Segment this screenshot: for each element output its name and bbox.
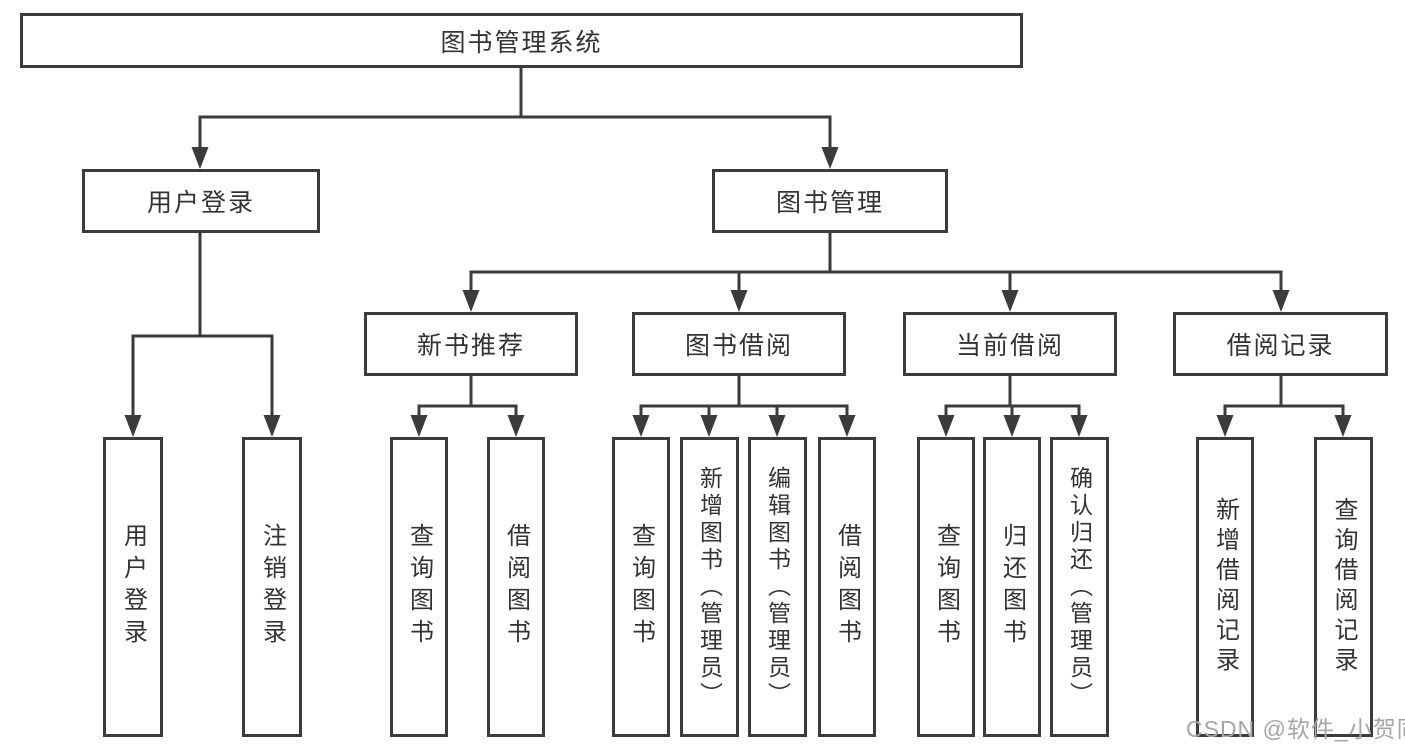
node-label: 确认归还（管理员）: [1066, 465, 1093, 709]
node-label: 图书借阅: [684, 332, 793, 360]
connector-new-book-split: [410, 376, 525, 437]
node-label: 图书管理: [775, 189, 884, 217]
leaf-confirm-return-admin: 确认归还（管理员）: [1050, 437, 1109, 737]
node-borrowing-records: 借阅记录: [1173, 312, 1388, 376]
leaf-add-borrow-record: 新增借阅记录: [1196, 437, 1254, 737]
leaf-return-books: 归还图书: [983, 437, 1041, 737]
connector-user-login-split: [124, 233, 281, 437]
node-label: 借阅图书: [833, 523, 861, 651]
node-current-borrowing: 当前借阅: [903, 312, 1117, 376]
node-label: 新增借阅记录: [1211, 497, 1239, 677]
node-label: 新书推荐: [416, 332, 525, 360]
leaf-query-books-borrowing: 查询图书: [612, 437, 670, 737]
node-label: 注销登录: [258, 523, 286, 651]
node-label: 查询借阅记录: [1330, 497, 1357, 677]
node-label: 新增图书（管理员）: [696, 465, 723, 709]
leaf-logout-login: 注销登录: [242, 437, 302, 737]
leaf-borrow-books-borrowing: 借阅图书: [818, 437, 876, 737]
leaf-user-login: 用户登录: [103, 437, 163, 737]
node-label: 用户登录: [119, 523, 147, 651]
connector-book-borrowing-split: [632, 376, 856, 437]
leaf-query-books-recommend: 查询图书: [390, 437, 448, 737]
node-label: 查询图书: [932, 523, 960, 651]
leaf-query-borrow-record: 查询借阅记录: [1314, 437, 1373, 737]
node-label: 归还图书: [998, 523, 1026, 651]
node-book-borrowing: 图书借阅: [632, 312, 846, 376]
leaf-borrow-books-recommend: 借阅图书: [487, 437, 545, 737]
node-label: 借阅图书: [502, 523, 530, 651]
node-label: 查询图书: [405, 523, 433, 651]
node-user-login-branch: 用户登录: [82, 169, 320, 233]
watermark: CSDN @软件_小贺同学: [1186, 716, 1405, 742]
node-book-management: 图书管理: [712, 169, 948, 233]
node-label: 编辑图书（管理员）: [764, 465, 791, 709]
node-library-system: 图书管理系统: [20, 13, 1023, 68]
leaf-query-books-current: 查询图书: [917, 437, 975, 737]
connector-borrowing-records-split: [1216, 376, 1352, 437]
leaf-edit-books-admin: 编辑图书（管理员）: [748, 437, 807, 737]
node-new-book-recommend: 新书推荐: [364, 312, 578, 376]
node-label: 当前借阅: [955, 332, 1064, 360]
node-label: 用户登录: [146, 189, 255, 217]
node-label: 图书管理系统: [440, 28, 603, 57]
node-label: 查询图书: [627, 523, 655, 651]
connector-root-to-level2: [191, 66, 839, 169]
node-label: 借阅记录: [1226, 332, 1335, 360]
connector-book-management-split: [462, 233, 1290, 312]
leaf-add-books-admin: 新增图书（管理员）: [680, 437, 739, 737]
connector-current-borrowing-split: [937, 376, 1088, 437]
